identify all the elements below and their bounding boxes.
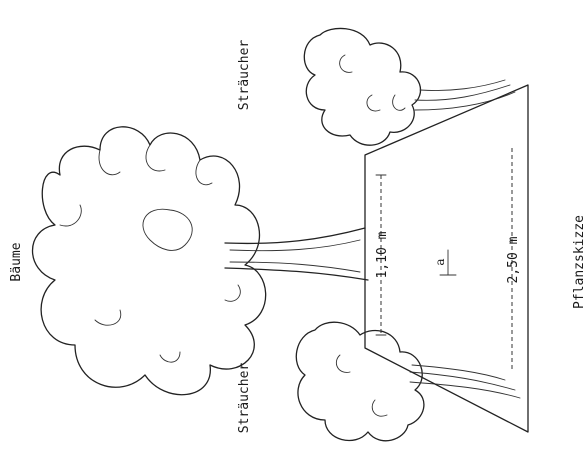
label-bottom-width: 2,50 m — [506, 236, 521, 283]
tree-trunk — [225, 228, 368, 280]
label-shrubs-top: Sträucher — [237, 40, 252, 111]
label-shrubs-bottom: Sträucher — [237, 363, 252, 434]
shrub-bottom — [296, 322, 520, 441]
tree-crown — [33, 127, 266, 395]
label-top-width: 1,10 m — [375, 231, 390, 278]
label-sketch-title: Pflanzskizze — [572, 215, 587, 309]
shrub-top — [304, 28, 515, 145]
label-trees: Bäume — [9, 242, 24, 281]
label-slope: a — [433, 258, 447, 265]
